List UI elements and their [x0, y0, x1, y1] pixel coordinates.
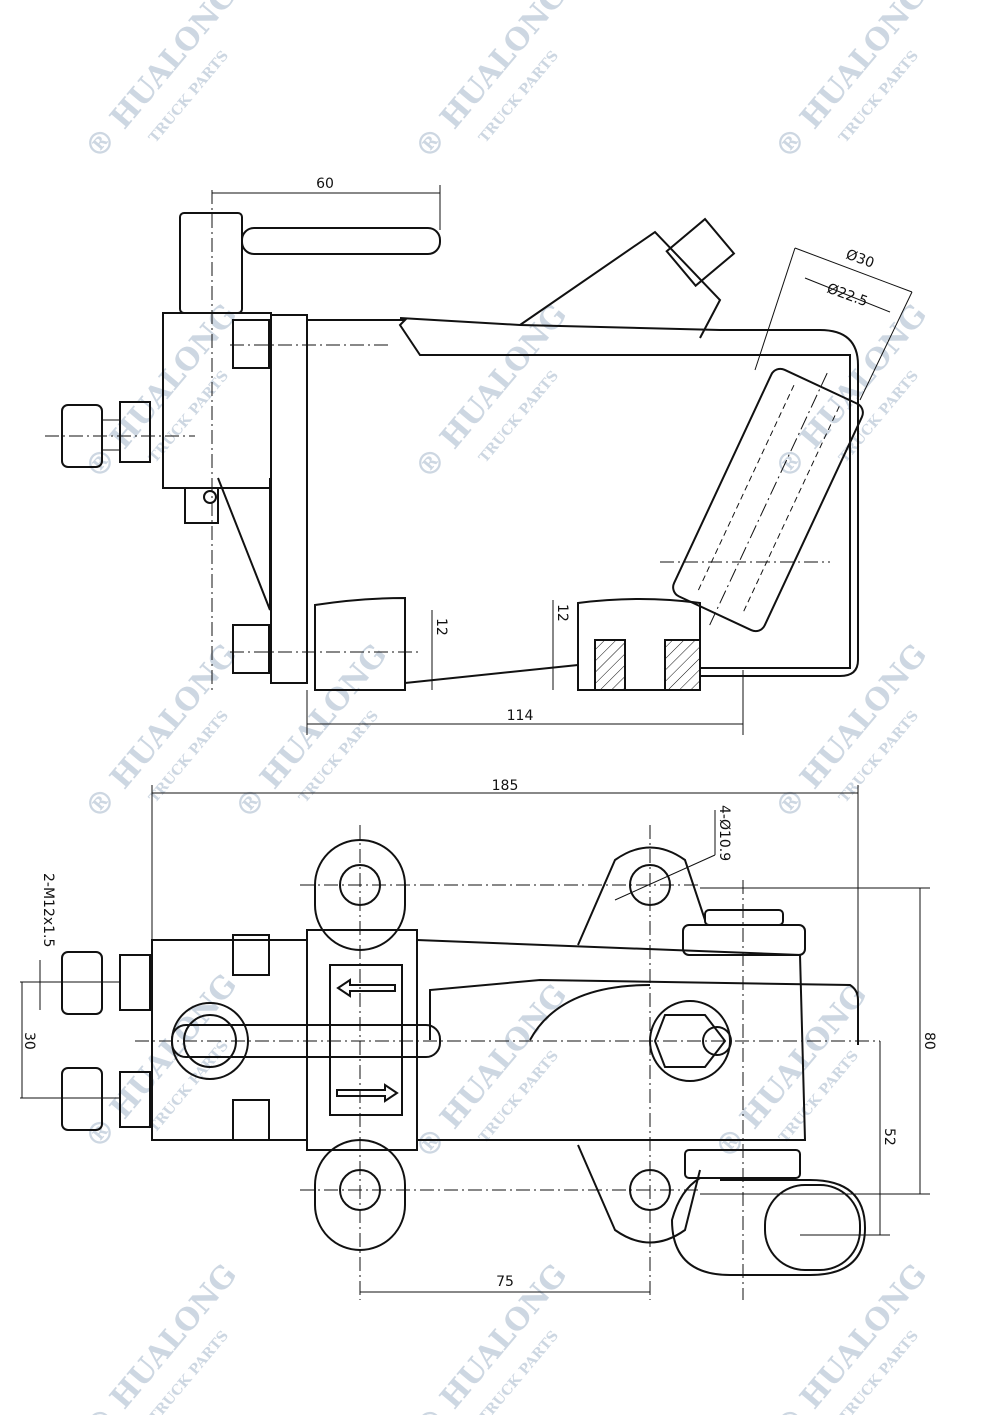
port-upper [61, 951, 103, 1015]
roller-plan [670, 1177, 867, 1276]
dim-width: 80 [921, 1032, 937, 1050]
flange-plan [306, 929, 418, 1151]
rib [217, 477, 271, 611]
handle-post [179, 212, 243, 314]
base-plate [307, 319, 851, 669]
port-hex [119, 401, 151, 463]
outer-frame [399, 317, 859, 677]
watermark-logo: ® [768, 441, 814, 486]
hex-nut [653, 1014, 727, 1068]
watermark-logo: ® [78, 1111, 124, 1156]
side-view: 60 114 12 12 Ø30 Ø22.5 [45, 176, 913, 735]
lower-nub [184, 487, 219, 524]
watermark-logo: ® [708, 1121, 754, 1166]
roller [672, 367, 864, 633]
mounting-flange [270, 314, 308, 684]
lower-boss [232, 624, 270, 674]
pin [203, 490, 217, 504]
watermark-logo: ® [408, 1121, 454, 1166]
pedal-head [665, 217, 736, 288]
watermark-logo: ® [78, 121, 124, 166]
pedal-arm [519, 230, 722, 339]
left-foot [314, 596, 406, 691]
pedal-contour [529, 984, 651, 1041]
dim-roller-offset: 52 [881, 1128, 897, 1146]
mount-ear-top-right [577, 846, 706, 946]
dim-port-spacing: 30 [21, 1032, 37, 1050]
flow-label-plate [329, 964, 403, 1116]
watermark-logo: ® [768, 781, 814, 826]
dim-base-length: 114 [507, 708, 534, 724]
arrow-left-icon [336, 978, 396, 998]
arrow-right-icon [336, 1083, 399, 1103]
dim-roller-inner: Ø22.5 [825, 281, 870, 310]
watermark-logo: ® [408, 441, 454, 486]
mount-ear-bottom-right [577, 1144, 701, 1244]
dim-foot-right: 12 [554, 604, 570, 622]
dim-mount-holes: 4-Ø10.9 [716, 805, 732, 861]
upper-boss [232, 319, 270, 369]
dim-foot-left: 12 [433, 618, 449, 636]
watermark-logo: ® [78, 781, 124, 826]
dim-overall-length: 185 [492, 778, 519, 794]
handle-lever [241, 227, 441, 255]
pedal-arm-plan [416, 939, 807, 1141]
dim-ports: 2-M12x1.5 [40, 873, 56, 947]
right-foot [577, 598, 701, 691]
plan-view: 185 4-Ø10.9 2-M12x1.5 30 80 52 75 [20, 778, 937, 1300]
watermark-logo: ® [408, 121, 454, 166]
dim-hole-spacing: 75 [496, 1274, 514, 1290]
watermark-logo: ® [228, 781, 274, 826]
watermark-logo: ® [768, 121, 814, 166]
pedal-inner [429, 978, 859, 1045]
port-lower [61, 1067, 103, 1131]
dim-handle-length: 60 [316, 176, 334, 192]
